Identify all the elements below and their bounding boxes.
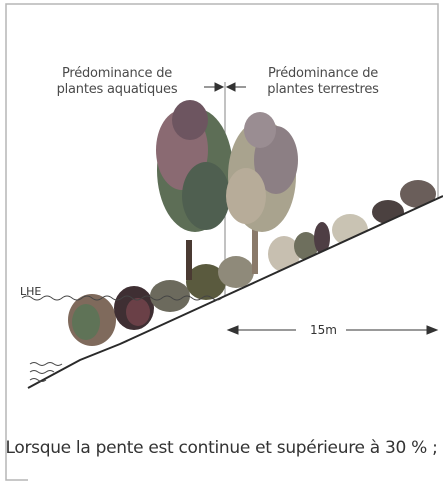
tree-aquatic-zone xyxy=(156,100,233,280)
label-water-level: LHE xyxy=(20,285,42,298)
terrestrial-vegetation xyxy=(268,180,436,272)
distance-arrows xyxy=(226,325,439,335)
water-level-line xyxy=(21,295,223,301)
ground-line xyxy=(27,195,443,389)
label-terrestrial-zone: Prédominance de plantes terrestres xyxy=(267,66,379,97)
label-distance: 15m xyxy=(310,323,337,337)
divider-arrows xyxy=(204,82,246,92)
tree-terrestrial-zone xyxy=(226,112,298,274)
label-aquatic-zone: Prédominance de plantes aquatiques xyxy=(56,66,178,97)
caption: Lorsque la pente est continue et supérie… xyxy=(5,438,438,458)
water-ripples xyxy=(29,362,63,382)
ground-fill xyxy=(28,196,443,485)
